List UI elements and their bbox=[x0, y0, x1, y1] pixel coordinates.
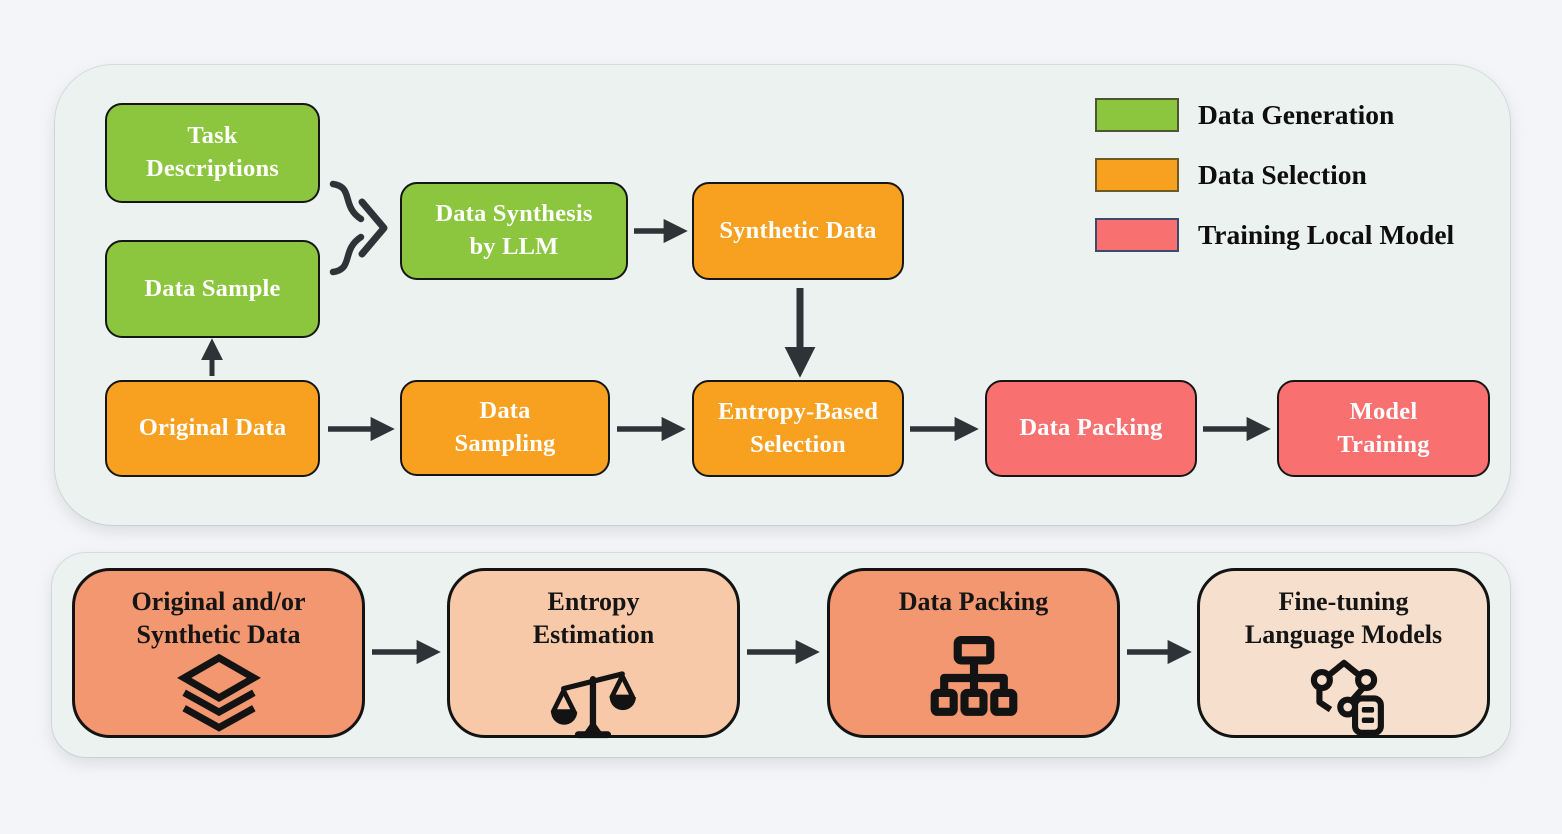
node-synthetic-data: Synthetic Data bbox=[692, 182, 904, 280]
stage-label: Synthetic Data bbox=[136, 620, 301, 650]
model-icon bbox=[1298, 653, 1390, 739]
node-label: Descriptions bbox=[145, 155, 280, 182]
node-entropy-based-selection: Entropy-Based Selection bbox=[692, 380, 904, 477]
legend-label: Data Generation bbox=[1198, 99, 1395, 130]
legend-item-training-local-model: Training Local Model bbox=[1095, 217, 1454, 253]
node-label: Data bbox=[479, 397, 531, 425]
legend-item-data-selection: Data Selection bbox=[1095, 157, 1367, 193]
legend-label: Training Local Model bbox=[1198, 219, 1455, 250]
legend-item-data-generation: Data Generation bbox=[1095, 97, 1394, 133]
stage-entropy-estimation: Entropy Estimation bbox=[447, 568, 740, 741]
legend-swatch-training-local-model bbox=[1095, 218, 1179, 252]
hierarchy-icon bbox=[930, 620, 1018, 735]
node-label: Original Data bbox=[138, 414, 287, 442]
node-model-training: Model Training bbox=[1277, 380, 1490, 477]
node-label: Model bbox=[1349, 397, 1418, 425]
stage-label: Entropy bbox=[547, 587, 640, 616]
stage-original-and-or-synthetic-data: Original and/or Synthetic Data bbox=[72, 568, 365, 738]
stage-label: Data Packing bbox=[898, 587, 1049, 616]
node-label: Entropy-Based bbox=[717, 397, 879, 425]
node-label: Task bbox=[187, 122, 238, 150]
stage-label: Estimation bbox=[532, 620, 655, 650]
node-label: Data Sample bbox=[144, 274, 281, 302]
node-data-sample: Data Sample bbox=[105, 240, 320, 338]
legend-swatch-data-generation bbox=[1095, 98, 1179, 132]
node-original-data: Original Data bbox=[105, 380, 320, 477]
legend-label: Data Selection bbox=[1198, 159, 1367, 190]
node-label: Data Synthesis bbox=[435, 200, 593, 228]
scale-icon bbox=[549, 653, 639, 741]
stage-label: Fine-tuning bbox=[1278, 587, 1409, 616]
node-label: by LLM bbox=[469, 233, 559, 260]
stage-label: Language Models bbox=[1244, 620, 1443, 650]
node-label: Synthetic Data bbox=[719, 216, 877, 244]
node-label: Sampling bbox=[454, 430, 556, 457]
node-label: Data Packing bbox=[1019, 414, 1163, 442]
node-task-descriptions: Task Descriptions bbox=[105, 103, 320, 203]
node-label: Training bbox=[1337, 430, 1430, 458]
node-data-packing: Data Packing bbox=[985, 380, 1197, 477]
legend-swatch-data-selection bbox=[1095, 158, 1179, 192]
stage-fine-tuning-language-models: Fine-tuning Language Models bbox=[1197, 568, 1490, 738]
stage-data-packing: Data Packing bbox=[827, 568, 1120, 738]
node-data-synthesis-by-llm: Data Synthesis by LLM bbox=[400, 182, 628, 280]
layers-icon bbox=[175, 653, 263, 735]
node-data-sampling: Data Sampling bbox=[400, 380, 610, 476]
node-label: Selection bbox=[750, 430, 846, 458]
stage-label: Original and/or bbox=[131, 587, 306, 616]
